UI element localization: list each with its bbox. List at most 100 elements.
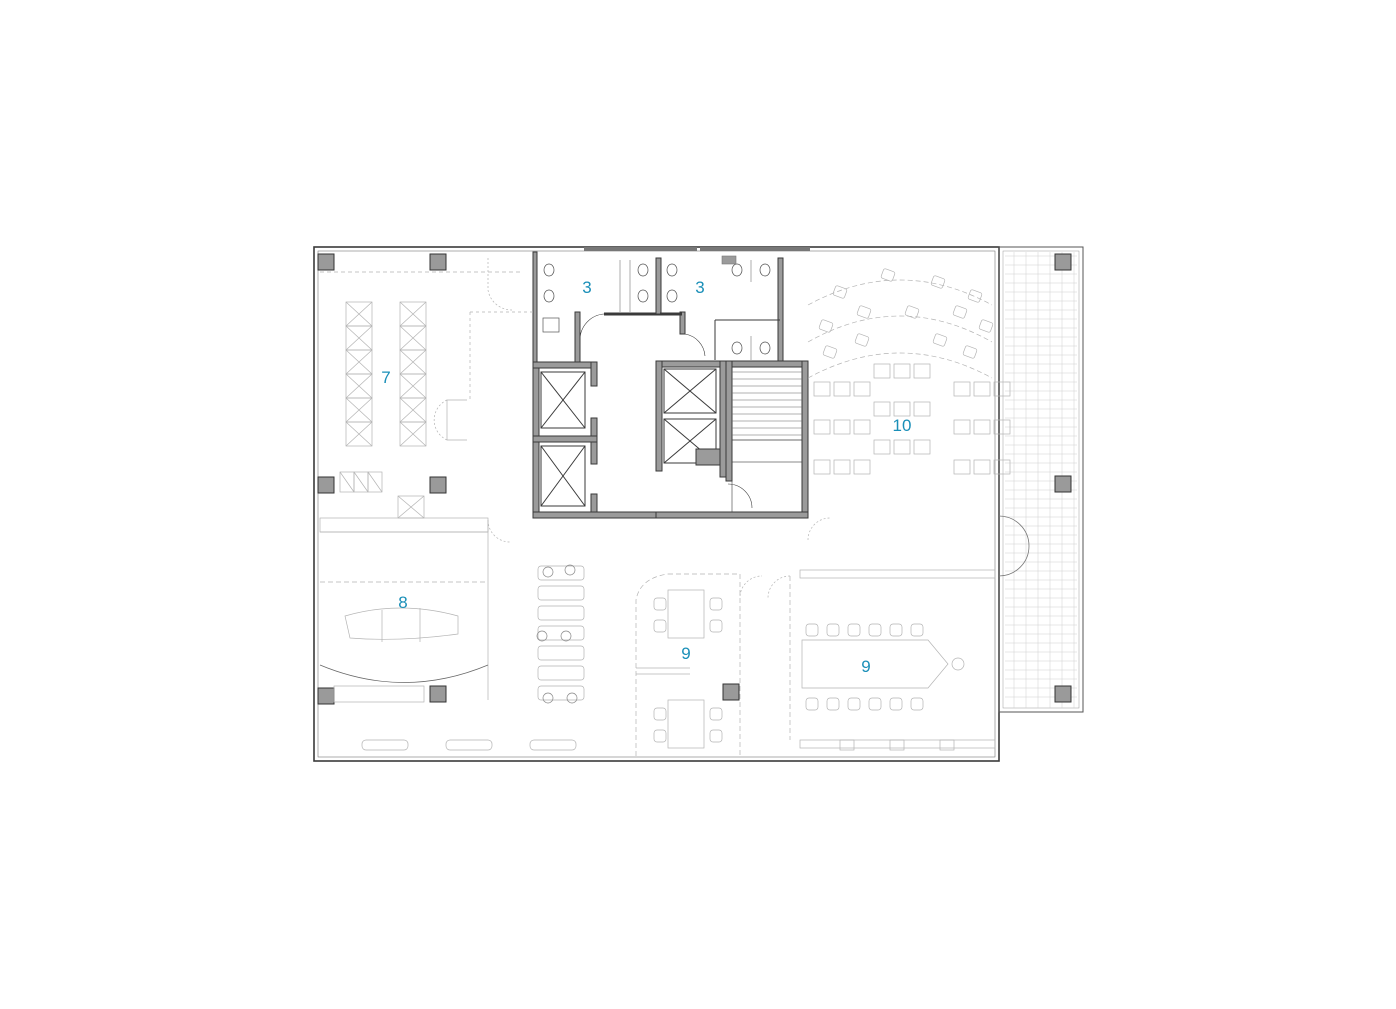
chair [653, 729, 667, 743]
room-label-restroom-right: 3 [695, 278, 704, 297]
seat [893, 401, 911, 417]
window-bench [529, 739, 577, 751]
plant [542, 692, 554, 704]
seat [813, 419, 831, 435]
seat [893, 439, 911, 455]
seat [930, 275, 946, 289]
shelf-unit [367, 471, 383, 493]
planter-strip [536, 564, 585, 704]
column [722, 683, 740, 701]
seat [818, 319, 834, 333]
window-seat [839, 739, 855, 751]
window-bench [361, 739, 409, 751]
room-label-meeting-small: 9 [681, 644, 690, 663]
seat [913, 363, 931, 379]
boardroom-zone [767, 569, 996, 749]
chair [868, 623, 882, 637]
planter [537, 685, 585, 701]
seat [833, 381, 851, 397]
room-label-lounge: 8 [398, 593, 407, 612]
seat [973, 419, 991, 435]
seat [953, 459, 971, 475]
plant [560, 630, 572, 642]
column [429, 476, 447, 494]
chair [910, 623, 924, 637]
seat [973, 459, 991, 475]
room-label-restroom-left: 3 [582, 278, 591, 297]
seat [880, 268, 896, 282]
shelf-unit [345, 421, 373, 447]
chair [709, 707, 723, 721]
seat [962, 345, 978, 359]
seat [813, 381, 831, 397]
seat [813, 459, 831, 475]
seat [953, 419, 971, 435]
chair [951, 657, 965, 671]
seat [822, 345, 838, 359]
plant [564, 564, 576, 576]
column [1054, 475, 1072, 493]
chair [709, 729, 723, 743]
chair [709, 619, 723, 633]
chair [826, 623, 840, 637]
structural-columns [317, 253, 1072, 705]
seat [953, 381, 971, 397]
window-seat [939, 739, 955, 751]
meeting-zone-small [635, 573, 763, 756]
column [317, 253, 335, 271]
window-seat [889, 739, 905, 751]
seat [993, 459, 1011, 475]
seat [913, 401, 931, 417]
planter [537, 585, 585, 601]
seat [904, 305, 920, 319]
room-labels: 3 3 7 8 9 9 10 [381, 278, 911, 676]
window-seating [361, 739, 955, 751]
library-zone [320, 258, 533, 519]
seat [854, 333, 870, 347]
elevator-stair-core [532, 360, 809, 519]
chair [889, 697, 903, 711]
seat [893, 363, 911, 379]
planter [537, 605, 585, 621]
seat [978, 319, 994, 333]
lecture-zone [807, 268, 1011, 541]
seat [853, 459, 871, 475]
chair [805, 623, 819, 637]
room-label-library: 7 [381, 368, 390, 387]
chair [653, 619, 667, 633]
chair [910, 697, 924, 711]
plant [566, 692, 578, 704]
seat [913, 439, 931, 455]
seat [856, 305, 872, 319]
planter [537, 665, 585, 681]
seat [932, 333, 948, 347]
chair [847, 697, 861, 711]
chair [709, 597, 723, 611]
seat [853, 419, 871, 435]
window-bench [445, 739, 493, 751]
terrace [998, 246, 1084, 713]
column [317, 476, 335, 494]
plant [536, 630, 548, 642]
planter [537, 565, 585, 581]
building-shell [313, 246, 1000, 762]
chair [826, 697, 840, 711]
column [1054, 685, 1072, 703]
seat [833, 419, 851, 435]
seat [952, 305, 968, 319]
shelf-unit [399, 421, 427, 447]
seat [993, 419, 1011, 435]
seat [993, 381, 1011, 397]
column [429, 685, 447, 703]
room-label-boardroom: 9 [861, 657, 870, 676]
seat [873, 363, 891, 379]
plant [542, 566, 554, 578]
chair [805, 697, 819, 711]
column [429, 253, 447, 271]
chair [653, 597, 667, 611]
seat [833, 459, 851, 475]
chair [868, 697, 882, 711]
column [1054, 253, 1072, 271]
seat [873, 439, 891, 455]
